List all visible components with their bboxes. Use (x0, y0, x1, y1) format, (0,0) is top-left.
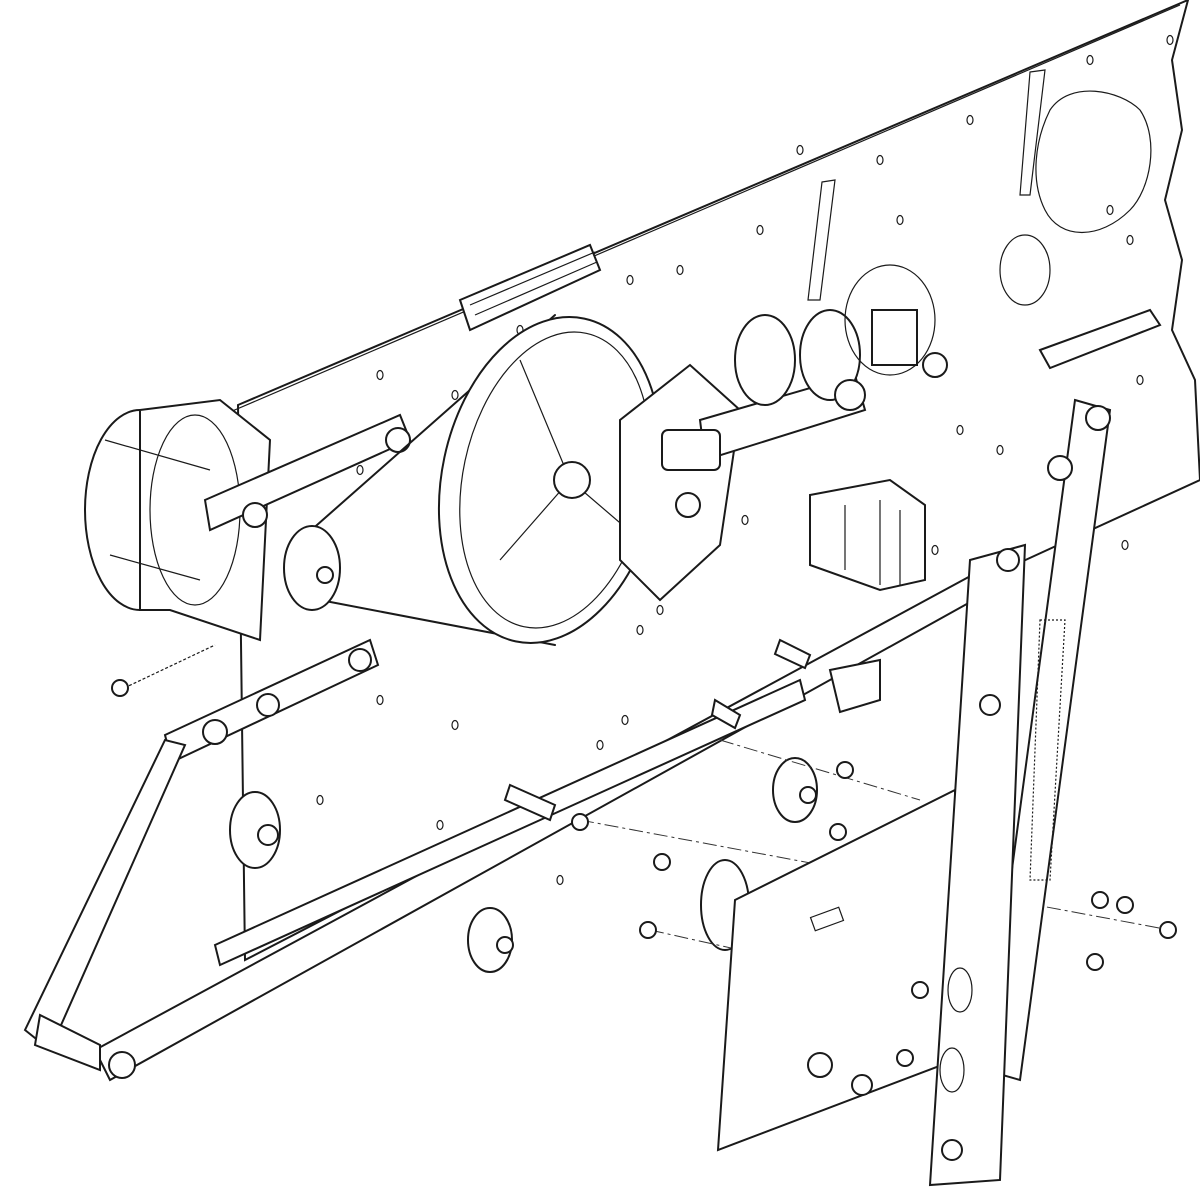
hex-nut (653, 853, 671, 871)
hex-nut (911, 981, 929, 999)
hex-nut (639, 921, 657, 939)
mounting-hole (676, 264, 684, 276)
mounting-hole (741, 514, 749, 526)
mounting-hole (376, 369, 384, 381)
hex-nut (385, 427, 411, 453)
mounting-hole (376, 694, 384, 706)
lever-arm (928, 398, 1112, 1187)
mounting-hole (596, 739, 604, 751)
mounting-hole (756, 224, 764, 236)
plate-slot (807, 179, 836, 301)
plate-cutout-round (999, 234, 1051, 306)
mounting-hole (451, 719, 459, 731)
mounting-hole (956, 424, 964, 436)
pins (503, 638, 812, 822)
mounting-hole (1136, 374, 1144, 386)
mounting-hole (656, 604, 664, 616)
mounting-hole (316, 794, 324, 806)
mounting-hole (896, 214, 904, 226)
mounting-hole (996, 444, 1004, 456)
auxiliary-switch (809, 478, 926, 592)
frame-rails (23, 558, 1012, 1082)
cam-block (661, 429, 721, 471)
angle-bracket (1038, 308, 1162, 370)
mounting-hole (621, 714, 629, 726)
mounting-hole (796, 144, 804, 156)
mounting-hole (636, 624, 644, 636)
cam-disk (734, 314, 796, 406)
hex-nut (1116, 896, 1134, 914)
hex-nut (829, 823, 847, 841)
cam-disk (799, 309, 861, 401)
mounting-hole (1126, 234, 1134, 246)
mounting-hole (451, 389, 459, 401)
plate-slot (1019, 69, 1046, 196)
micro-switch (871, 309, 918, 366)
hex-nut (242, 502, 268, 528)
plate-cutout (1035, 90, 1152, 233)
mounting-hole (966, 114, 974, 126)
mounting-holes (316, 34, 1174, 886)
hex-nut (896, 1049, 914, 1067)
mounting-hole (1166, 34, 1174, 46)
hex-nut (836, 761, 854, 779)
mounting-hole (356, 464, 364, 476)
mounting-hole (626, 274, 634, 286)
belt-drive (283, 314, 663, 646)
terminal-block (458, 243, 602, 332)
mounting-hole (1121, 539, 1129, 551)
mounting-hole (1086, 54, 1094, 66)
hex-nut (1086, 953, 1104, 971)
hex-nut (571, 813, 589, 831)
hex-nut (1091, 891, 1109, 909)
loose-nuts (571, 761, 1177, 1067)
mounting-hole (436, 819, 444, 831)
mounting-hole (1106, 204, 1114, 216)
lower-mounting-plate (716, 788, 956, 1152)
compression-spring (119, 644, 216, 691)
motor (84, 398, 272, 642)
hex-nut (1159, 921, 1177, 939)
mounting-hole (876, 154, 884, 166)
pulley-hub (553, 461, 591, 499)
small-pulley (283, 525, 341, 611)
mounting-hole (931, 544, 939, 556)
mounting-hole (556, 874, 564, 886)
